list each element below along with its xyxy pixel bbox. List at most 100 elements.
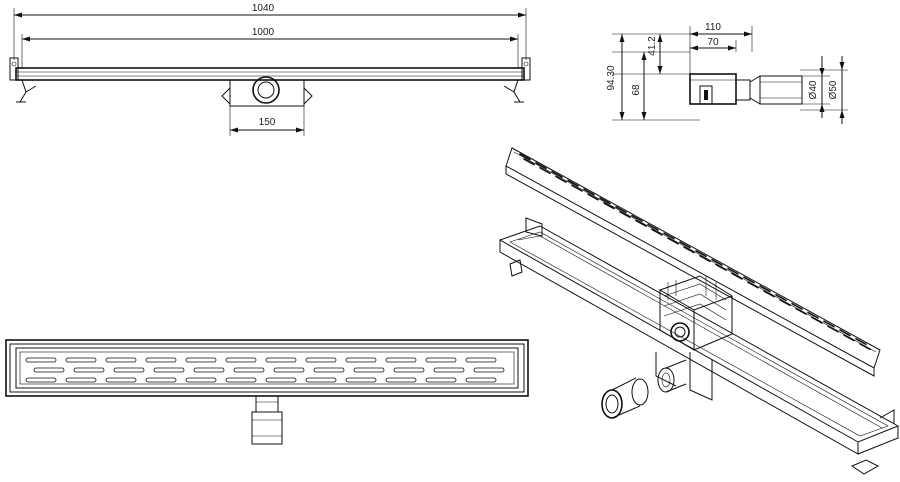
grate-slot (153, 367, 185, 373)
grate-slot (145, 357, 177, 363)
isometric-grate-slot (539, 167, 551, 175)
isometric-grate-slot (679, 241, 691, 249)
isometric-grate-slot (567, 179, 579, 187)
front-elevation-view: 1040 1000 (9, 3, 531, 136)
isometric-grate-slot (631, 214, 643, 222)
isometric-grate-slot (555, 175, 567, 183)
dimension-channel-length: 1000 (22, 27, 518, 42)
side-section-body (689, 73, 803, 105)
dimension-height-total: 94.30 (606, 34, 625, 120)
isometric-grate-slot (699, 255, 711, 263)
isometric-grate-slot (855, 337, 867, 346)
grate-slot (385, 377, 417, 383)
isometric-grate-slot (727, 267, 739, 275)
isometric-grate-slot (807, 311, 819, 319)
grate-slot (225, 357, 257, 363)
dim-d40-label: Ø40 (808, 80, 819, 99)
isometric-grate-slot (759, 285, 771, 293)
grate-slot (473, 367, 505, 373)
dim-70-label: 70 (707, 37, 719, 48)
grate-slot (193, 367, 225, 373)
isometric-gully-box (655, 275, 734, 401)
grate-slot (393, 367, 425, 373)
grate-slot (465, 357, 497, 363)
isometric-grate-slot (811, 316, 823, 324)
dim-41-2-label: 41.2 (647, 36, 658, 56)
isometric-grate-slot (523, 158, 535, 166)
grate-slot (265, 357, 297, 363)
isometric-grate-slot (791, 302, 803, 310)
side-section-view: 94.30 68 41.2 110 70 (606, 22, 848, 124)
grate-slot (33, 367, 65, 373)
grate-slot (225, 377, 257, 383)
outlet-trap (221, 76, 313, 136)
grate-slots (25, 357, 505, 383)
isometric-grate-slot (647, 223, 659, 231)
dimension-diameter-40: Ø40 (808, 56, 825, 118)
plan-view-grate (5, 339, 529, 445)
isometric-grate-slot (747, 281, 759, 289)
grate-slot (185, 357, 217, 363)
isometric-grate-slot (763, 290, 775, 298)
dim-1000-label: 1000 (252, 27, 275, 38)
grate-slot (265, 377, 297, 383)
grate-slot (305, 357, 337, 363)
grate-slot (345, 357, 377, 363)
isometric-grate-slot (827, 325, 839, 333)
dim-1040-label: 1040 (252, 3, 275, 14)
grate-slot (65, 377, 97, 383)
grate-slot (353, 367, 385, 373)
grate-slot (385, 357, 417, 363)
channel-body (9, 57, 531, 103)
isometric-grate-slot (583, 188, 595, 196)
grate-slot (425, 377, 457, 383)
dimension-overall-length: 1040 (14, 3, 526, 18)
isometric-grate-slot (683, 246, 695, 254)
dim-110-label: 110 (705, 22, 721, 33)
isometric-grate-slot (535, 162, 547, 170)
grate-slot (305, 377, 337, 383)
isometric-exploded-view (498, 147, 900, 475)
isometric-grate-slot (839, 329, 851, 337)
dimension-height-inner: 68 (631, 52, 647, 120)
dim-68-label: 68 (631, 84, 642, 96)
isometric-grate-slot (795, 307, 807, 315)
isometric-grate-slot (667, 237, 679, 245)
grate-slot (25, 357, 57, 363)
isometric-grate-slot (599, 197, 611, 205)
grate-slot (185, 377, 217, 383)
grate-slot (65, 357, 97, 363)
isometric-grate-slot (695, 250, 707, 258)
grate-slot (73, 367, 105, 373)
isometric-grate-slot (603, 202, 615, 210)
isometric-grate-slot (711, 258, 723, 266)
isometric-grate-slot (779, 298, 791, 307)
isometric-channel (498, 217, 900, 475)
dim-94-30-label: 94.30 (606, 65, 617, 90)
isometric-grate-slot (775, 293, 787, 302)
isometric-grate-slots (519, 153, 871, 351)
isometric-grate-slot (843, 334, 855, 342)
dimension-outlet-width: 150 (230, 117, 304, 133)
dimension-width-total: 110 (690, 22, 752, 37)
isometric-grate-slot (619, 211, 631, 219)
isometric-grate-slot (651, 228, 663, 236)
isometric-grate-slot (635, 219, 647, 227)
isometric-grate-slot (615, 206, 627, 214)
grate-slot (465, 377, 497, 383)
grate-slot (105, 377, 137, 383)
grate-slot (433, 367, 465, 373)
isometric-grate-slot (859, 342, 871, 351)
isometric-grate-slot (715, 263, 727, 271)
isometric-grate-slot (743, 276, 755, 284)
isometric-grate-slot (823, 320, 835, 328)
isometric-grate-slot (663, 232, 675, 240)
grate-slot (345, 377, 377, 383)
grate-slot (113, 367, 145, 373)
dimension-height-top: 41.2 (647, 34, 663, 74)
isometric-outlet-pipes (601, 359, 687, 419)
dim-150-label: 150 (259, 117, 276, 128)
isometric-grate-slot (731, 272, 743, 280)
grate-slot (105, 357, 137, 363)
